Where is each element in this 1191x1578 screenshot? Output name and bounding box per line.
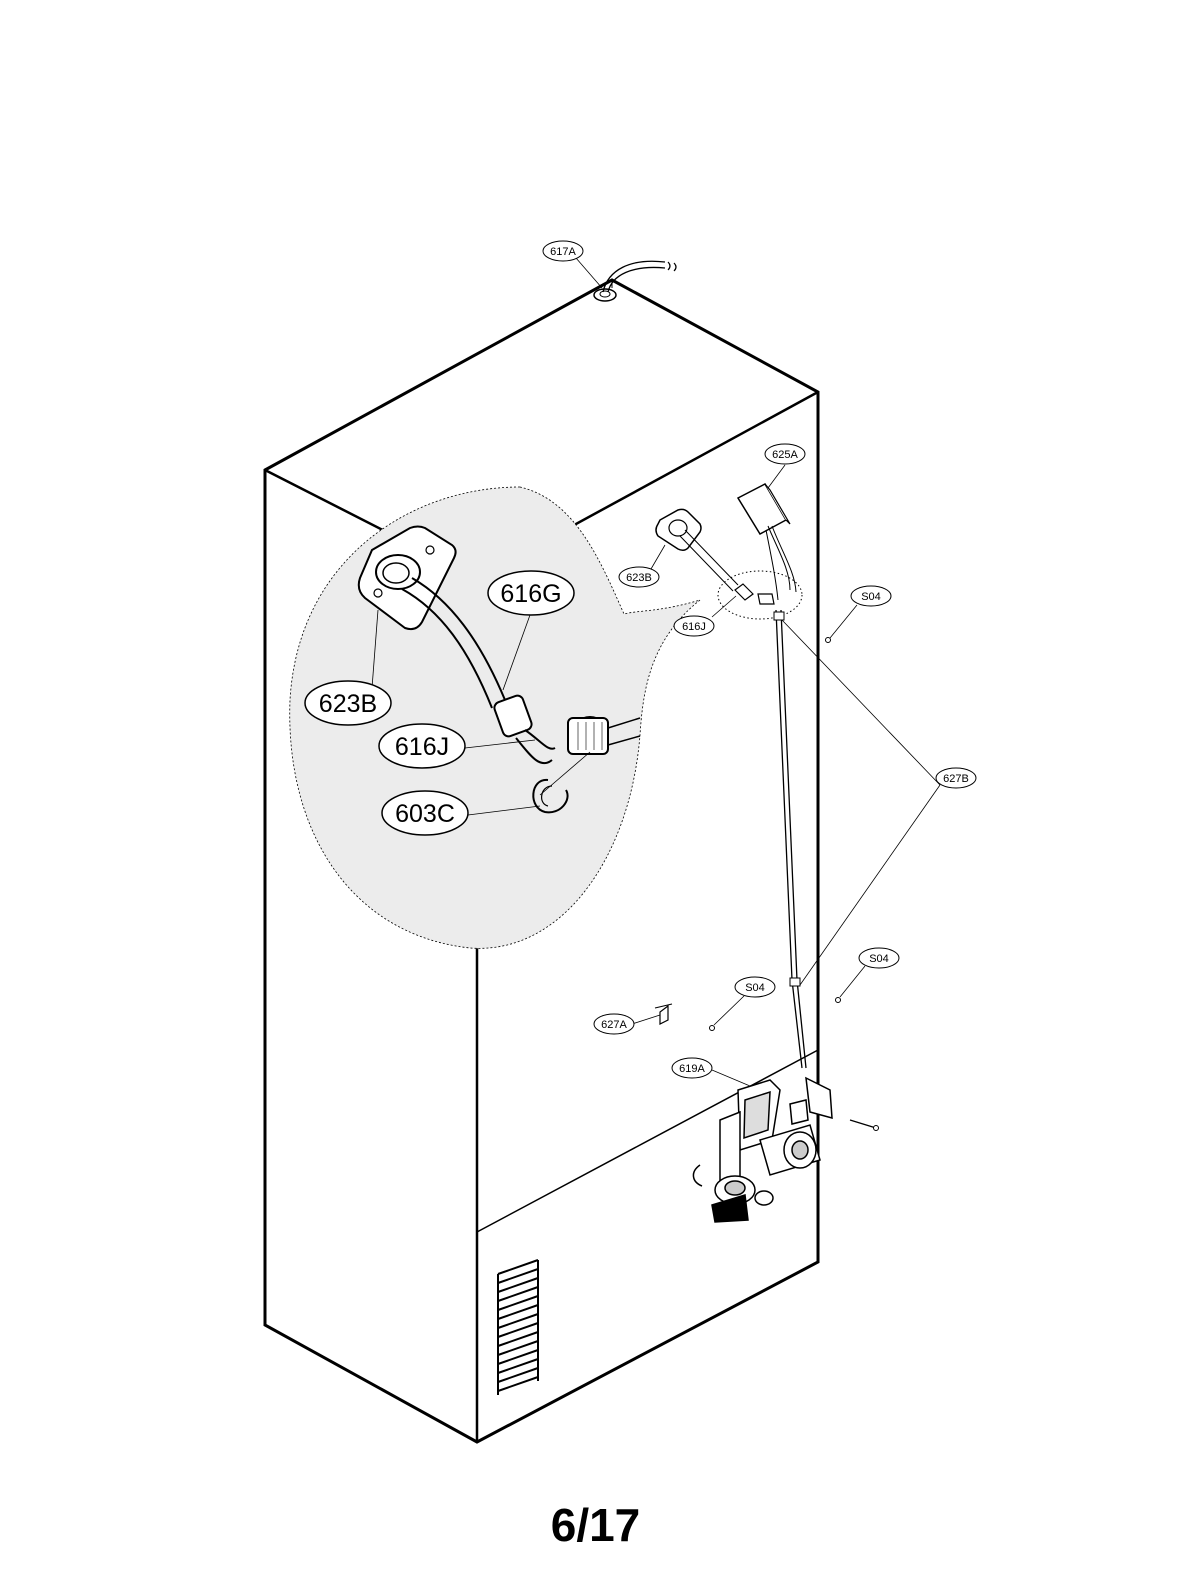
leader-S04-top xyxy=(829,604,858,639)
detail-mounting-plate xyxy=(357,525,457,631)
callout-S04-mid-label: S04 xyxy=(869,953,889,965)
machine-compartment-line xyxy=(476,1049,819,1233)
callout-627B-label: 627B xyxy=(943,773,969,785)
leader-616J-small xyxy=(711,595,737,618)
callout-S04-low: S04 xyxy=(734,976,776,998)
leader-S04-mid xyxy=(839,965,866,998)
page-number: 6/17 xyxy=(550,1499,641,1551)
leader-S04-low xyxy=(713,995,745,1026)
clamp-627A xyxy=(654,1003,673,1025)
callout-S04-low-label: S04 xyxy=(745,982,765,994)
callout-625A: 625A xyxy=(764,443,806,465)
water-valve-619A xyxy=(692,1076,833,1223)
leader-627B-a xyxy=(781,619,941,786)
leader-625A xyxy=(767,464,786,489)
screws xyxy=(709,637,879,1131)
leader-616J-large xyxy=(464,739,536,749)
callout-625A-label: 625A xyxy=(772,449,798,461)
water-tube-627B xyxy=(773,609,807,1069)
callout-603C-label: 603C xyxy=(395,800,455,828)
callout-619A-label: 619A xyxy=(679,1063,705,1075)
leader-617A xyxy=(575,257,603,289)
callout-627A-label: 627A xyxy=(601,1019,627,1031)
leader-623B-large xyxy=(371,609,379,689)
callout-616J-small: 616J xyxy=(673,615,715,637)
callout-S04-top-label: S04 xyxy=(861,591,881,603)
control-box-625A xyxy=(736,483,797,601)
callout-603C: 603C xyxy=(381,790,469,836)
callout-616G-label: 616G xyxy=(500,580,561,608)
callout-616J-large: 616J xyxy=(378,723,466,769)
callout-623B-small-label: 623B xyxy=(626,572,652,584)
callout-616G: 616G xyxy=(487,570,575,616)
leader-616G xyxy=(502,614,531,691)
leader-619A xyxy=(711,1069,751,1087)
junction-highlight xyxy=(717,570,803,620)
leader-603C xyxy=(467,805,541,816)
callout-627B: 627B xyxy=(935,767,977,789)
leader-623B-small xyxy=(650,544,666,570)
leader-627A xyxy=(631,1014,661,1025)
detail-elbow-616J xyxy=(493,694,641,765)
leader-627B-b xyxy=(799,784,941,986)
back-mounting-plate-623B xyxy=(655,508,739,592)
leader-603C-b xyxy=(539,751,591,796)
callout-616J-large-label: 616J xyxy=(395,733,449,761)
callout-616J-small-label: 616J xyxy=(682,621,706,633)
vent-grille xyxy=(497,1259,539,1395)
callout-S04-mid: S04 xyxy=(858,947,900,969)
detail-tube-616G xyxy=(401,577,506,709)
callout-S04-top: S04 xyxy=(850,585,892,607)
callout-619A: 619A xyxy=(671,1057,713,1079)
inlet-grommet-617A xyxy=(593,260,677,302)
callout-617A: 617A xyxy=(542,240,584,262)
callout-617A-label: 617A xyxy=(550,246,576,258)
leader-lines xyxy=(371,257,941,1087)
callout-623B-small: 623B xyxy=(618,566,660,588)
callout-623B-large-label: 623B xyxy=(319,690,377,718)
callout-623B-large: 623B xyxy=(304,680,392,726)
callout-627A: 627A xyxy=(593,1013,635,1035)
